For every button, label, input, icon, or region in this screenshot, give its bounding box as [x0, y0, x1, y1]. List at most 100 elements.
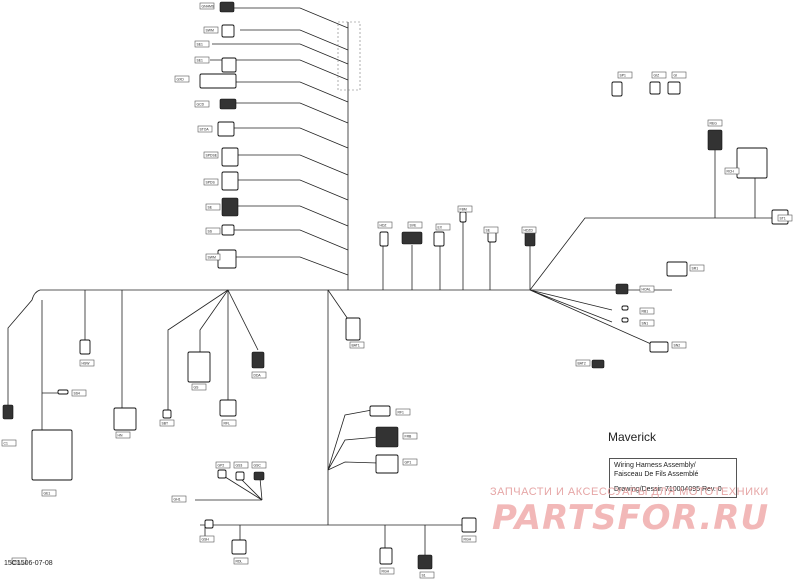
- label-box: [197, 125, 213, 133]
- label-text: FRB: [405, 435, 413, 439]
- label-box: [233, 461, 249, 469]
- connector-label-c41: RF1: [395, 408, 411, 416]
- connector-body-39: [57, 389, 69, 395]
- label-box: [11, 557, 27, 565]
- label-box: [205, 227, 221, 235]
- label-box: [707, 119, 723, 127]
- connector-label-c43: GP1: [402, 458, 418, 466]
- fan-in-wire-3: [212, 43, 349, 65]
- label-text: SE: [486, 229, 491, 233]
- connector-body-18: [611, 81, 623, 97]
- drawing-reference: 15C1506-07-08: [4, 560, 53, 567]
- connector-label-c9: SPDS: [203, 178, 219, 186]
- label-text: BAT1: [352, 344, 360, 348]
- label-text: SBT: [162, 422, 169, 426]
- label-box: [199, 535, 215, 543]
- connector-body-17: [524, 231, 536, 247]
- connector-body-42: [375, 454, 399, 474]
- connector-label-c22: REG: [707, 119, 723, 127]
- label-text: RF1: [398, 411, 405, 415]
- connector-body-9: [221, 197, 239, 217]
- connector-label-c30: BAT2: [575, 359, 591, 367]
- connector-label-c2: SWM: [203, 26, 219, 34]
- label-box: [191, 383, 207, 391]
- connector-label-c21: GI: [671, 71, 687, 79]
- connector-label-c34: DDA: [251, 371, 267, 379]
- label-box: [194, 56, 210, 64]
- label-box: [395, 408, 411, 416]
- title-line-3: Drawing/Dessin 710004095 Rev. 0: [614, 486, 722, 493]
- connector-body-19: [649, 81, 661, 95]
- connector-label-c37: SBT: [159, 419, 175, 427]
- fan-in-wire-2: [240, 29, 349, 51]
- label-box: [41, 489, 57, 497]
- label-box: [419, 571, 435, 579]
- connector-body-43: [217, 469, 227, 479]
- connector-label-c19: SP1: [617, 71, 633, 79]
- label-box: [651, 71, 667, 79]
- fan-in-wire-7: [228, 127, 349, 149]
- connector-label-c48: GSH: [199, 535, 215, 543]
- label-box: [71, 389, 87, 397]
- connector-body-30: [345, 317, 361, 341]
- label-text: GP1: [405, 461, 412, 465]
- label-text: SWM: [206, 29, 214, 33]
- connector-label-c10: SE: [205, 203, 221, 211]
- connector-label-c13: HDZ: [377, 221, 393, 229]
- connector-body-15: [459, 211, 467, 223]
- connector-body-37: [2, 404, 14, 420]
- connector-label-c42: FRB: [402, 432, 418, 440]
- connector-label-c33: GS: [191, 383, 207, 391]
- label-text: SR1: [692, 267, 699, 271]
- label-text: HOAL: [642, 288, 651, 292]
- label-text: GXD: [177, 78, 185, 82]
- label-text: ST1: [780, 217, 786, 221]
- label-text: SVE: [410, 224, 418, 228]
- label-box: [194, 40, 210, 48]
- connector-label-c15: EX: [435, 223, 451, 231]
- fan-in-wire-9: [235, 179, 349, 201]
- watermark-text: ЗАПЧАСТИ И АКСЕССУАРЫ ДЛЯ МОТОТЕХНИКИ: [490, 486, 769, 498]
- connector-label-c8: SPDSE: [203, 151, 219, 159]
- connector-body-12: [379, 231, 389, 247]
- connector-body-41: [375, 426, 399, 448]
- label-box: [115, 431, 131, 439]
- connector-label-c4: SE1: [194, 56, 210, 64]
- connector-label-c1: GNHMS: [199, 2, 215, 10]
- label-box: [461, 535, 477, 543]
- label-box: [483, 226, 499, 234]
- label-box: [203, 151, 219, 159]
- connector-label-c16: FBM: [457, 205, 473, 213]
- connector-body-36: [162, 409, 172, 419]
- label-text: GS3: [236, 464, 243, 468]
- fan-in-wire-5: [230, 81, 349, 103]
- connector-label-c25: SR1: [689, 264, 705, 272]
- connector-label-c6: GCD: [194, 100, 210, 108]
- connector-body-38: [31, 429, 73, 481]
- bottom-fan-wires: [195, 474, 263, 501]
- label-text: GH1: [174, 498, 181, 502]
- connector-body-48: [379, 547, 393, 565]
- connector-label-c31: BAT1: [349, 341, 365, 349]
- connector-body-7: [221, 147, 239, 167]
- connector-body-5: [219, 98, 237, 110]
- connector-body-29: [591, 359, 605, 369]
- connector-label-c7: STOA: [197, 125, 213, 133]
- label-box: [617, 71, 633, 79]
- connector-label-c23: RCH: [724, 167, 740, 175]
- connector-body-49: [417, 554, 433, 570]
- label-box: [402, 432, 418, 440]
- label-box: [639, 319, 655, 327]
- connector-label-c29: SN2: [671, 341, 687, 349]
- label-box: [689, 264, 705, 272]
- connector-body-4: [199, 73, 237, 89]
- connector-label-c24: ST1: [777, 214, 793, 222]
- title-line-1: Wiring Harness Assembly/: [614, 462, 696, 469]
- label-text: SWM: [208, 256, 216, 260]
- label-text: SN1: [642, 322, 649, 326]
- connector-label-c36: HN: [115, 431, 131, 439]
- connector-label-c17: SE: [483, 226, 499, 234]
- connector-body-20: [667, 81, 681, 95]
- connector-body-33: [251, 351, 265, 369]
